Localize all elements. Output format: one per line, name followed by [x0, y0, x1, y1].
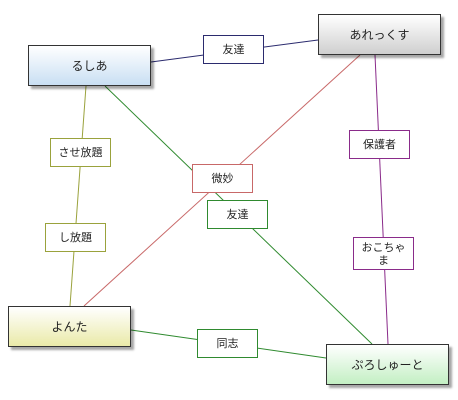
edge-label-alex-yonta: 微妙	[192, 164, 253, 193]
edge-label-rushia-yonta-upper: させ放題	[50, 138, 111, 167]
edge-label-alex-pro-lower: おこちゃ ま	[353, 237, 414, 270]
node-yonta[interactable]: よんた	[8, 306, 131, 347]
edge-label-rushia-alex: 友達	[203, 35, 264, 64]
edge-label-rushia-yonta-lower: し放題	[45, 223, 106, 252]
node-pro[interactable]: ぷろしゅーと	[326, 344, 449, 385]
node-rushia[interactable]: るしあ	[28, 45, 151, 86]
edge-label-rushia-pro: 友達	[207, 200, 268, 229]
edge-label-alex-pro-upper: 保護者	[349, 130, 410, 159]
node-alex[interactable]: あれっくす	[318, 14, 441, 55]
edge-label-yonta-pro: 同志	[197, 329, 258, 358]
edge-rushia-yonta	[69, 85, 87, 307]
edge-alex-pro	[374, 54, 389, 345]
